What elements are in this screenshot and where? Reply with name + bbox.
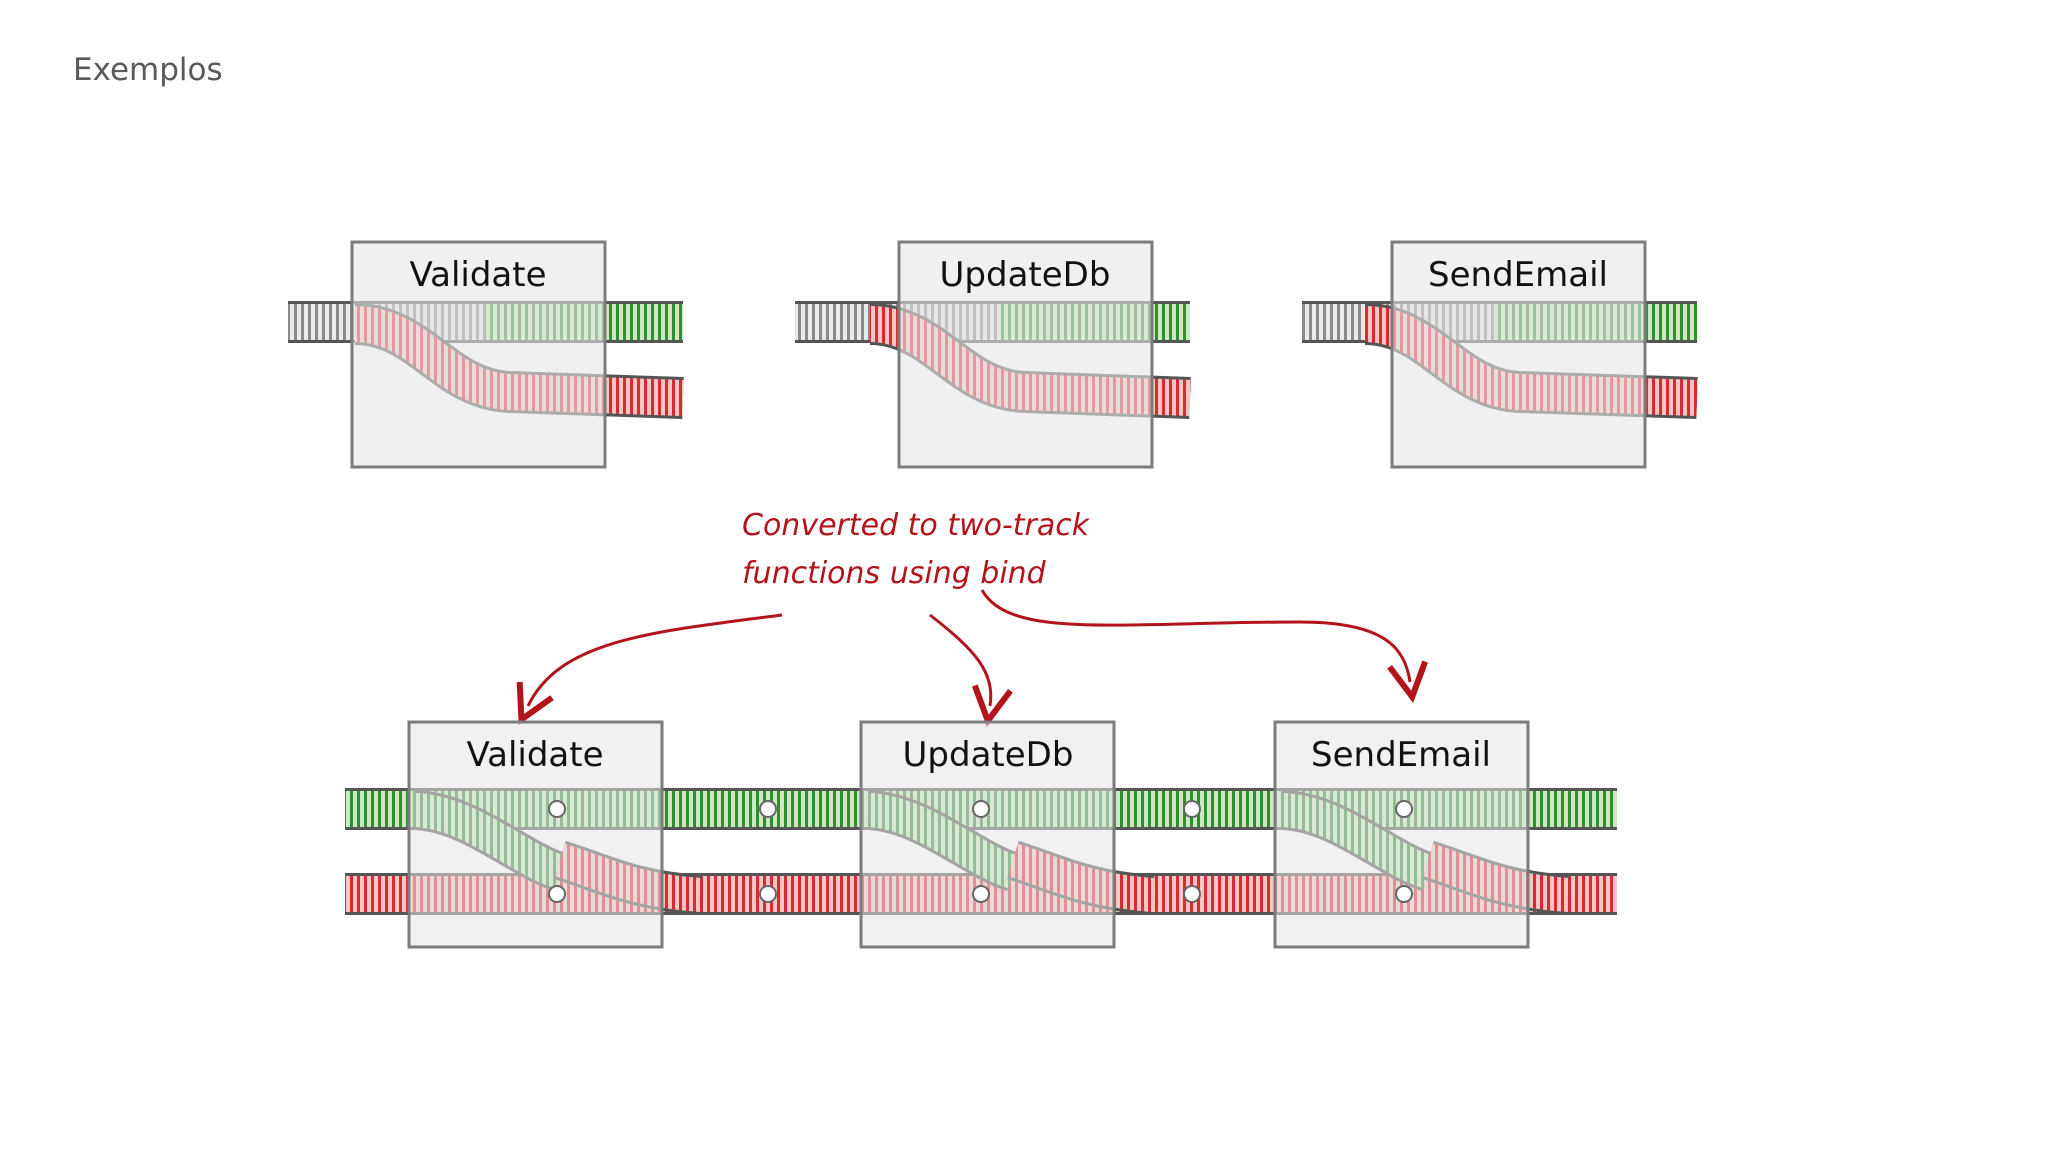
bottom-function-label: Validate	[466, 735, 603, 775]
annotation-arrow-1	[528, 613, 783, 706]
bottom-function-label: SendEmail	[1311, 735, 1491, 775]
top-function-2: UpdateDb	[795, 240, 1191, 469]
bottom-function-label: UpdateDb	[903, 735, 1074, 775]
top-function-label: SendEmail	[1428, 255, 1608, 295]
annotation: Converted to two-track functions using b…	[528, 508, 1410, 706]
top-function-3: SendEmail	[1302, 240, 1698, 469]
bottom-function-2: UpdateDb	[859, 720, 1116, 949]
annotation-arrow-3	[980, 589, 1410, 682]
bottom-function-3: SendEmail	[1273, 720, 1530, 949]
top-function-1: Validate	[288, 240, 684, 469]
annotation-line-2: functions using bind	[742, 556, 1047, 591]
annotation-arrow-2	[929, 613, 991, 706]
bottom-function-1: Validate	[407, 720, 664, 949]
top-function-label: UpdateDb	[940, 255, 1111, 295]
annotation-line-1: Converted to two-track	[742, 508, 1091, 543]
top-function-label: Validate	[409, 255, 546, 295]
slide-title: Exemplos	[73, 52, 223, 88]
